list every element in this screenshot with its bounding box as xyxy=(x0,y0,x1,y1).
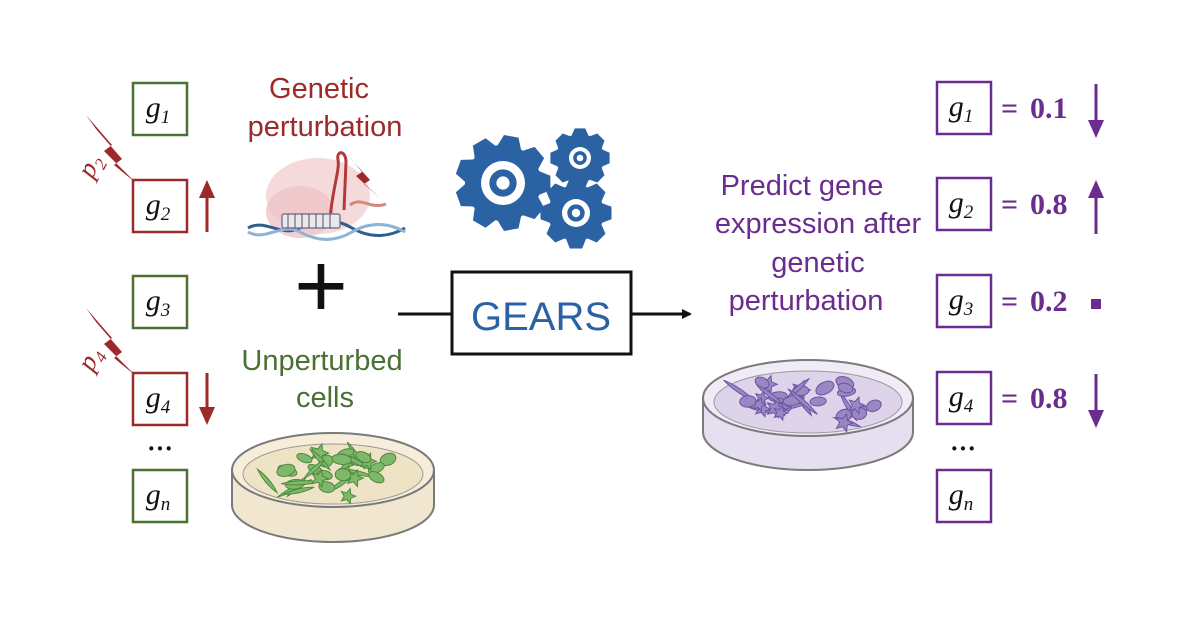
input-gene-label-4-base: g xyxy=(146,381,161,414)
input-gene-label-2-base: g xyxy=(146,188,161,221)
output-gene-box-2 xyxy=(935,176,993,232)
input-gene-label-2-subscript: 2 xyxy=(161,204,171,225)
output-equals-4: = xyxy=(1001,382,1018,415)
perturbation-label-4: p4 xyxy=(70,341,112,379)
output-gene-label-n-subscript: n xyxy=(964,494,974,515)
output-gene-label-1-base: g xyxy=(949,90,964,123)
output-equals-1: = xyxy=(1001,92,1018,125)
input-gene-label-n-subscript: n xyxy=(161,494,171,515)
input-gene-box-3 xyxy=(131,274,189,330)
output-value-4: 0.8 xyxy=(1030,382,1068,415)
output-gene-1: g1 = 0.1 xyxy=(935,80,1104,138)
input-gene-label-3-base: g xyxy=(146,284,161,317)
gear-1 xyxy=(455,135,551,231)
input-gene-box-1 xyxy=(131,81,189,137)
gears-model-label: GEARS xyxy=(471,295,611,339)
output-equals-2: = xyxy=(1001,188,1018,221)
output-gene-box-3 xyxy=(935,273,993,329)
perturbation-2: p2 xyxy=(70,115,136,186)
output-gene-label-1: g1 xyxy=(949,90,974,127)
input-ellipsis: ··· xyxy=(147,434,173,463)
output-gene-label-3-subscript: 3 xyxy=(963,299,974,320)
down-arrow-icon xyxy=(1088,84,1104,138)
predicted-cells-petri-dish xyxy=(702,359,914,471)
output-gene-label-n-base: g xyxy=(949,478,964,511)
output-gene-label-3-base: g xyxy=(949,283,964,316)
input-gene-box-2 xyxy=(131,178,189,234)
input-gene-label-1-base: g xyxy=(146,91,161,124)
input-gene-label-1-subscript: 1 xyxy=(161,107,171,128)
output-gene-column: g1=0.1g2=0.8g3=0.2g4=0.8gn xyxy=(935,80,1104,524)
unperturbed-label-line1: Unperturbed xyxy=(241,345,402,377)
unperturbed-label-line2: cells xyxy=(296,382,354,414)
output-value-1: 0.1 xyxy=(1030,92,1068,125)
input-gene-label-3-subscript: 3 xyxy=(160,300,171,321)
output-gene-box-1 xyxy=(935,80,993,136)
input-gene-label-4-subscript: 4 xyxy=(161,397,171,418)
input-gene-2: g2 p2 xyxy=(70,115,215,234)
output-gene-label-2-subscript: 2 xyxy=(964,202,974,223)
input-gene-1: g1 xyxy=(131,81,189,137)
output-gene-2: g2 = 0.8 xyxy=(935,176,1104,234)
input-gene-label-2: g2 xyxy=(146,188,171,225)
lightning-icon xyxy=(86,308,136,376)
input-gene-box-4 xyxy=(131,371,189,427)
crispr-dna-illustration xyxy=(247,150,406,241)
genetic-perturbation-label-line1: Genetic xyxy=(269,73,369,105)
output-gene-label-2-base: g xyxy=(949,186,964,219)
output-equals-3: = xyxy=(1001,285,1018,318)
input-gene-3: g3 xyxy=(131,274,189,330)
up-arrow-icon xyxy=(1088,180,1104,234)
gear-2 xyxy=(550,128,610,188)
output-gene-3: g3 = 0.2 xyxy=(935,273,1101,329)
plus-sign: + xyxy=(294,235,348,337)
output-gene-label-3: g3 xyxy=(949,283,974,320)
predict-label-line2: expression after xyxy=(715,208,922,240)
output-gene-label-4-base: g xyxy=(949,380,964,413)
gears-model-box xyxy=(450,270,633,356)
genetic-perturbation-label-line2: perturbation xyxy=(248,111,403,143)
predict-label: Predict gene expression after genetic pe… xyxy=(715,170,922,317)
input-gene-box-n xyxy=(131,468,189,524)
lightning-icon xyxy=(344,150,380,198)
output-gene-label-2: g2 xyxy=(949,186,974,223)
output-value-2: 0.8 xyxy=(1030,188,1068,221)
input-gene-n: gn xyxy=(131,468,189,524)
up-arrow-icon xyxy=(199,180,215,232)
input-gene-label-3: g3 xyxy=(146,284,171,321)
output-gene-box-n xyxy=(935,468,993,524)
input-gene-label-4: g4 xyxy=(146,381,171,418)
output-gene-label-4: g4 xyxy=(949,380,974,417)
input-gene-4: g4 p4 xyxy=(70,308,215,427)
predict-label-line1: Predict gene xyxy=(721,170,884,202)
genetic-perturbation-label: Genetic perturbation xyxy=(248,73,403,143)
output-value-3: 0.2 xyxy=(1030,285,1068,318)
gear-3 xyxy=(540,177,612,249)
output-gene-n: gn xyxy=(935,468,993,524)
down-arrow-icon xyxy=(1088,374,1104,428)
perturbation-4: p4 xyxy=(70,308,136,379)
output-gene-4: g4 = 0.8 xyxy=(935,370,1104,428)
no-change-square-icon xyxy=(1091,299,1101,309)
output-ellipsis: ··· xyxy=(950,434,976,463)
input-gene-label-1: g1 xyxy=(146,91,171,128)
output-gene-label-n: gn xyxy=(949,478,974,515)
predict-label-line4: perturbation xyxy=(729,285,884,317)
output-gene-box-4 xyxy=(935,370,993,426)
output-gene-label-1-subscript: 1 xyxy=(964,106,974,127)
gears-icon xyxy=(455,128,612,249)
output-gene-label-4-subscript: 4 xyxy=(964,396,974,417)
down-arrow-icon xyxy=(199,373,215,425)
perturbation-label-2: p2 xyxy=(70,148,112,186)
lightning-icon xyxy=(86,115,136,183)
predict-label-line3: genetic xyxy=(771,247,865,279)
unperturbed-cells-label: Unperturbed cells xyxy=(241,345,402,414)
input-gene-label-n: gn xyxy=(146,478,171,515)
input-gene-label-n-base: g xyxy=(146,478,161,511)
unperturbed-cells-petri-dish xyxy=(231,432,435,543)
